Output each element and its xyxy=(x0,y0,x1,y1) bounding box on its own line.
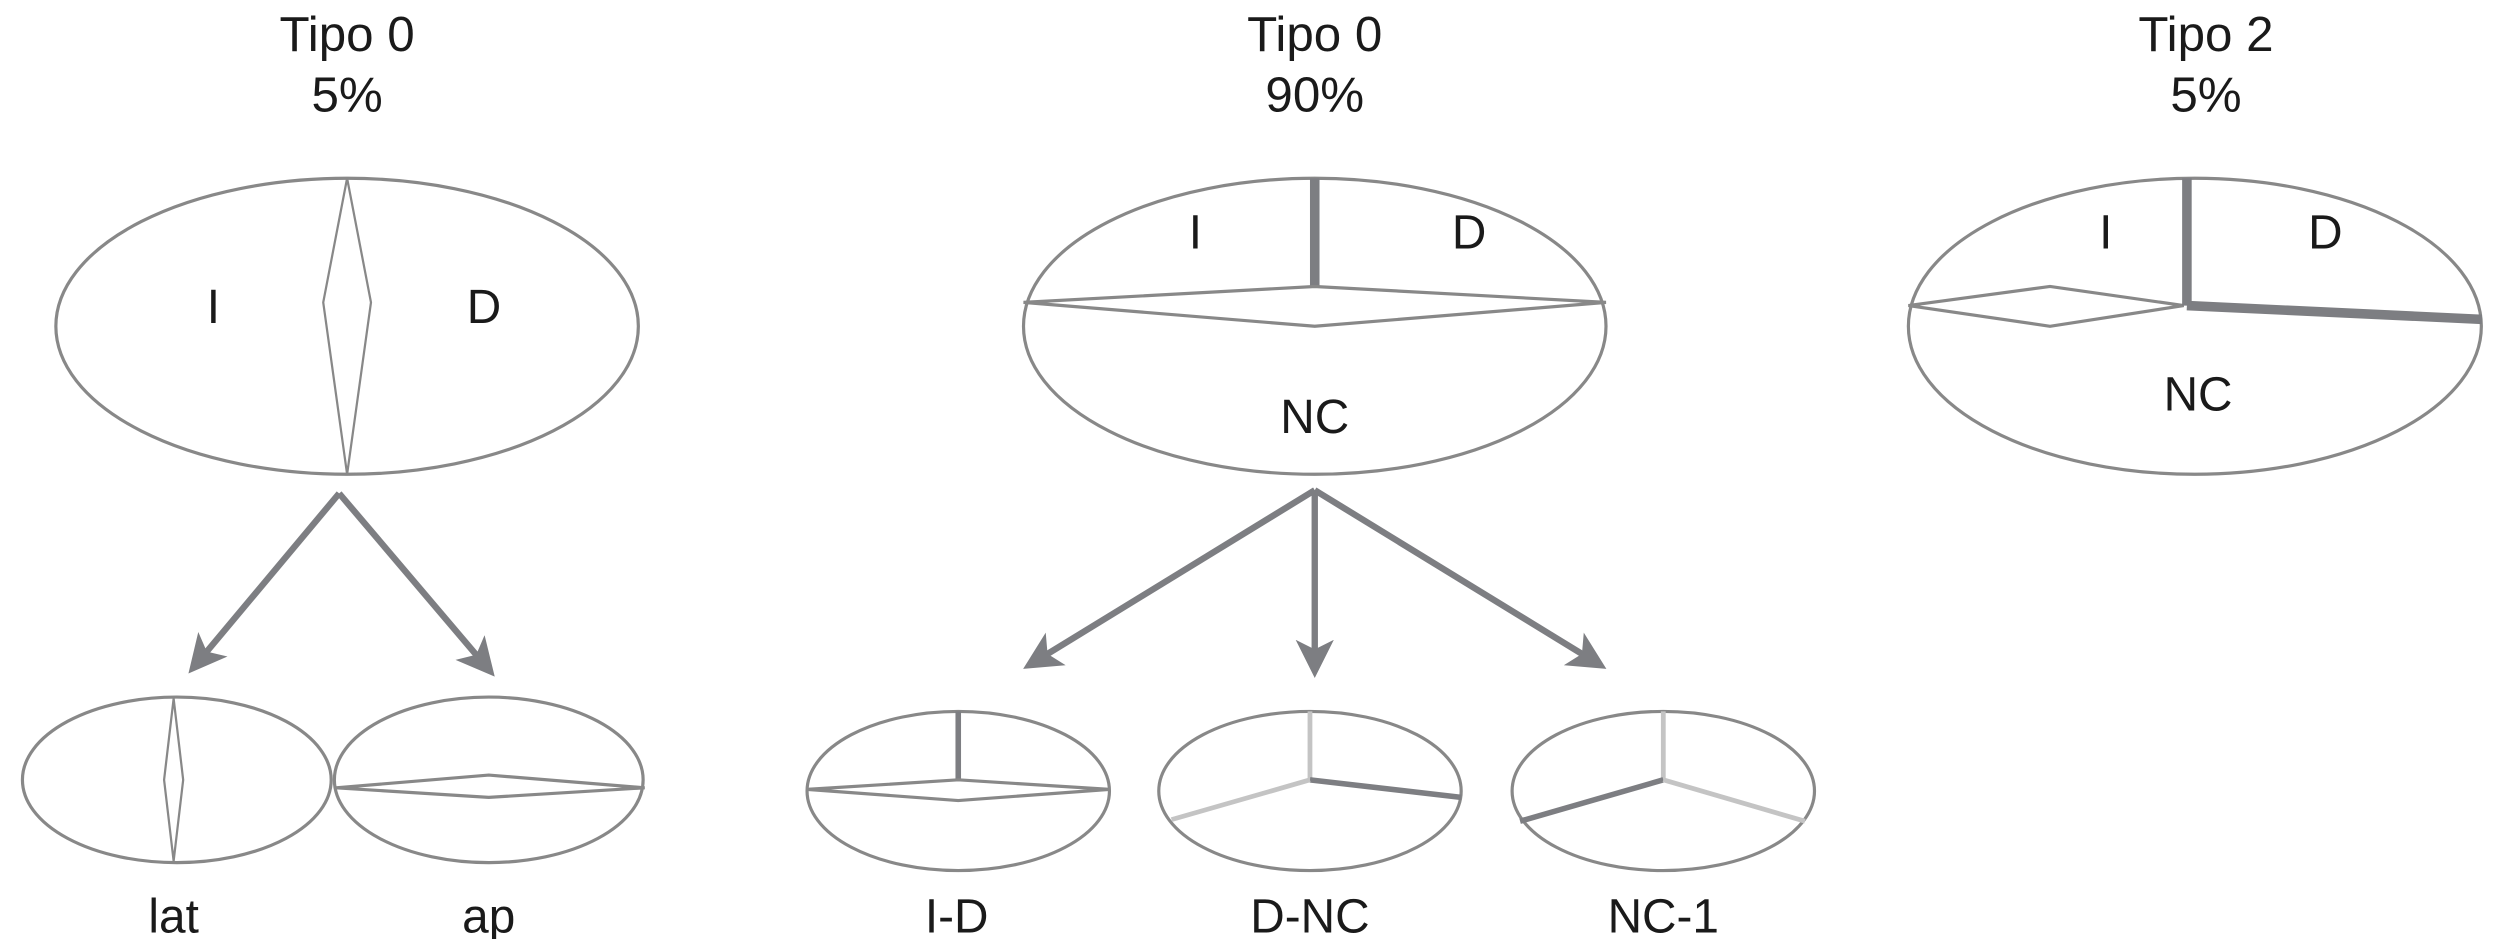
commissure-diamond xyxy=(335,773,645,799)
arrow-to-i-d xyxy=(1023,487,1317,669)
group-percent: 90% xyxy=(1265,67,1364,122)
arrow-to-lat xyxy=(188,491,342,674)
group-tipo0-5: Tipo 0 5% I D lat ap xyxy=(20,7,645,939)
valve-ellipse xyxy=(54,176,640,476)
group-percent: 5% xyxy=(311,67,382,122)
region-label-nc: NC xyxy=(2164,369,2233,422)
commissure-diamond xyxy=(806,778,1110,803)
subtype-label: NC-1 xyxy=(1608,891,1719,939)
commissure-diamond xyxy=(1023,284,1607,328)
region-label-d: D xyxy=(2308,206,2342,259)
commissure-line xyxy=(1662,777,1806,824)
subtype-label: I-D xyxy=(925,891,989,939)
commissure-line xyxy=(1170,777,1311,822)
region-label-d: D xyxy=(1452,206,1486,259)
group-tipo2-5: Tipo 2 5% I D NC xyxy=(1906,7,2483,476)
arrow-to-nc-1 xyxy=(1313,487,1607,669)
valve-ellipse xyxy=(1906,176,2483,476)
subtype-label: lat xyxy=(148,891,198,939)
region-label-i: I xyxy=(207,281,220,334)
subtype-label: ap xyxy=(462,891,515,939)
group-tipo0-90: Tipo 0 90% I D NC I-D D-NC NC-1 xyxy=(805,7,1817,939)
commissure-diamond xyxy=(162,698,185,862)
group-percent: 5% xyxy=(2170,67,2241,122)
raphe-line xyxy=(1309,777,1462,801)
raphe-line xyxy=(1519,777,1665,824)
group-title: Tipo 2 xyxy=(2138,7,2273,62)
subtype-label: D-NC xyxy=(1250,891,1369,939)
subtype-ellipse-lat xyxy=(20,695,333,865)
group-title: Tipo 0 xyxy=(1247,7,1382,62)
region-label-nc: NC xyxy=(1280,391,1349,444)
fused-raphe xyxy=(2186,300,2483,325)
arrow-to-ap xyxy=(336,491,495,677)
region-label-i: I xyxy=(1189,206,1202,259)
region-label-d: D xyxy=(467,281,501,334)
group-title: Tipo 0 xyxy=(279,7,414,62)
commissure-diamond xyxy=(322,178,373,475)
region-label-i: I xyxy=(2099,206,2112,259)
subtype-ellipse-ap xyxy=(332,695,645,865)
